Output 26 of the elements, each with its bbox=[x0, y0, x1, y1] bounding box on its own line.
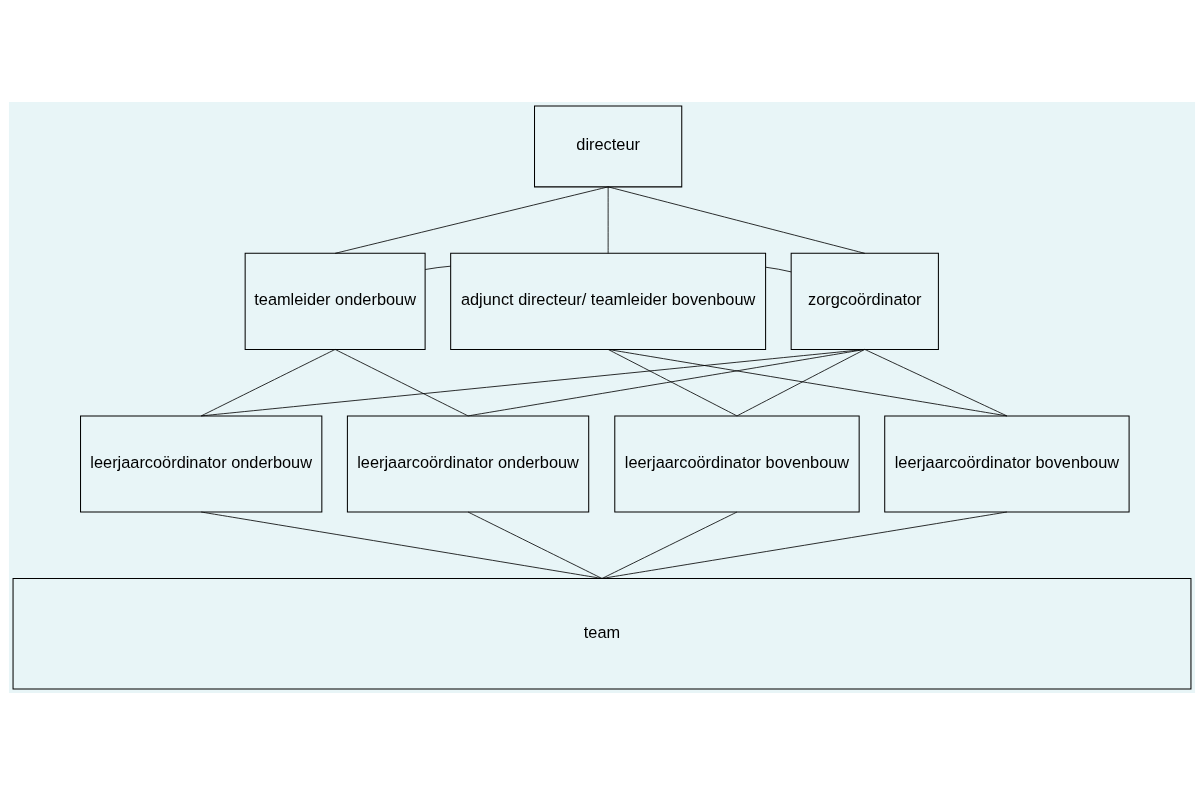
connector bbox=[607, 185, 609, 254]
connector bbox=[200, 348, 336, 416]
node-box: teamleider onderbouw bbox=[244, 252, 426, 350]
connector bbox=[601, 511, 1008, 579]
connector bbox=[334, 185, 609, 254]
connector bbox=[200, 348, 866, 416]
node-box: leerjaarcoördinator onderbouw bbox=[80, 414, 323, 513]
connector bbox=[765, 266, 792, 272]
connector bbox=[601, 511, 738, 579]
node-box: leerjaarcoördinator bovenbouw bbox=[884, 414, 1130, 513]
connector bbox=[607, 348, 1008, 416]
node-box: leerjaarcoördinator onderbouw bbox=[346, 414, 590, 513]
connector bbox=[200, 511, 603, 579]
connector bbox=[607, 348, 738, 416]
connector bbox=[424, 265, 451, 270]
node-box: adjunct directeur/ teamleider bovenbouw bbox=[450, 252, 767, 350]
connector bbox=[334, 348, 469, 416]
connector bbox=[467, 511, 603, 579]
node-box: directeur bbox=[534, 105, 683, 187]
node-box: team bbox=[12, 577, 1192, 689]
connector bbox=[607, 185, 866, 254]
connector bbox=[736, 348, 866, 416]
node-box: leerjaarcoördinator bovenbouw bbox=[614, 414, 860, 513]
connector bbox=[864, 348, 1008, 416]
connector bbox=[467, 348, 866, 416]
node-box: zorgcoördinator bbox=[790, 252, 939, 350]
